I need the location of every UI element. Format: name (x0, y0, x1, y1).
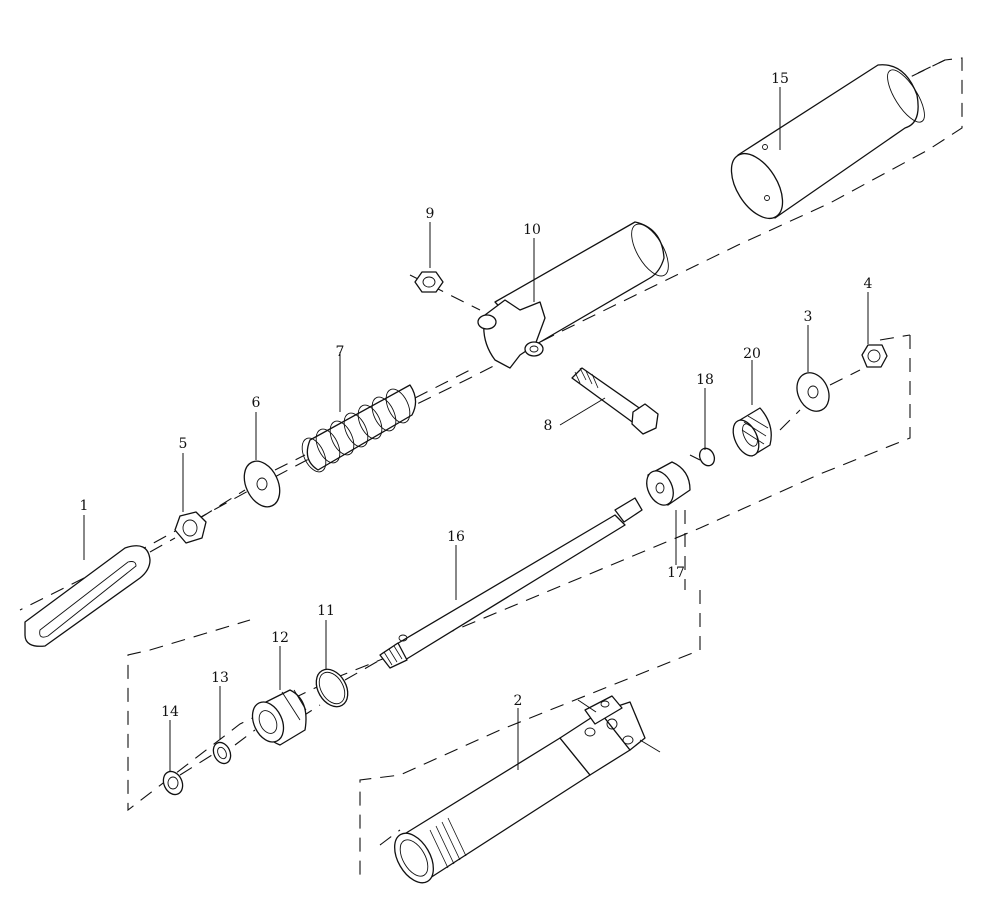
part-4-nut (861, 344, 888, 368)
part-8-bolt (571, 367, 659, 435)
label-part-7: 7 (336, 344, 345, 360)
label-part-6: 6 (252, 395, 261, 411)
part-3-washer (796, 372, 830, 412)
label-part-10: 10 (523, 222, 541, 238)
part-9-nut (414, 271, 444, 293)
label-part-2: 2 (514, 693, 523, 709)
part-20-threaded-nut (732, 407, 772, 457)
label-part-11: 11 (317, 603, 335, 619)
part-14-nut (162, 770, 184, 796)
part-12-gland (251, 689, 307, 746)
label-part-5: 5 (179, 436, 188, 452)
part-13-washer (212, 741, 232, 765)
label-part-13: 13 (211, 670, 229, 686)
part-6-washer (243, 460, 281, 508)
part-5-nut (174, 511, 207, 544)
label-part-17: 17 (667, 565, 685, 581)
part-16-shaft (379, 497, 643, 669)
part-2-barrel (394, 695, 661, 884)
part-10-inner-cylinder (477, 221, 669, 369)
part-17-bushing (646, 461, 691, 506)
label-part-9: 9 (426, 206, 435, 222)
label-part-14: 14 (161, 704, 179, 720)
label-part-1: 1 (80, 498, 89, 514)
label-part-16: 16 (447, 529, 465, 545)
part-1-slotted-plate (24, 545, 151, 647)
label-part-3: 3 (804, 309, 813, 325)
part-18-o-ring (698, 447, 716, 467)
label-part-8: 8 (544, 418, 553, 434)
label-part-20: 20 (743, 346, 761, 362)
part-11-o-ring (315, 668, 349, 708)
label-part-18: 18 (696, 372, 714, 388)
part-labels: 1 2 3 4 5 6 7 8 9 10 11 12 13 14 15 16 1… (80, 71, 873, 720)
axis-centerlines (149, 274, 861, 776)
part-15-outer-tube (730, 64, 925, 219)
label-part-4: 4 (864, 276, 873, 292)
label-part-12: 12 (271, 630, 289, 646)
part-7-spring (301, 384, 417, 473)
label-part-15: 15 (771, 71, 789, 87)
leader-lines (83, 87, 869, 772)
